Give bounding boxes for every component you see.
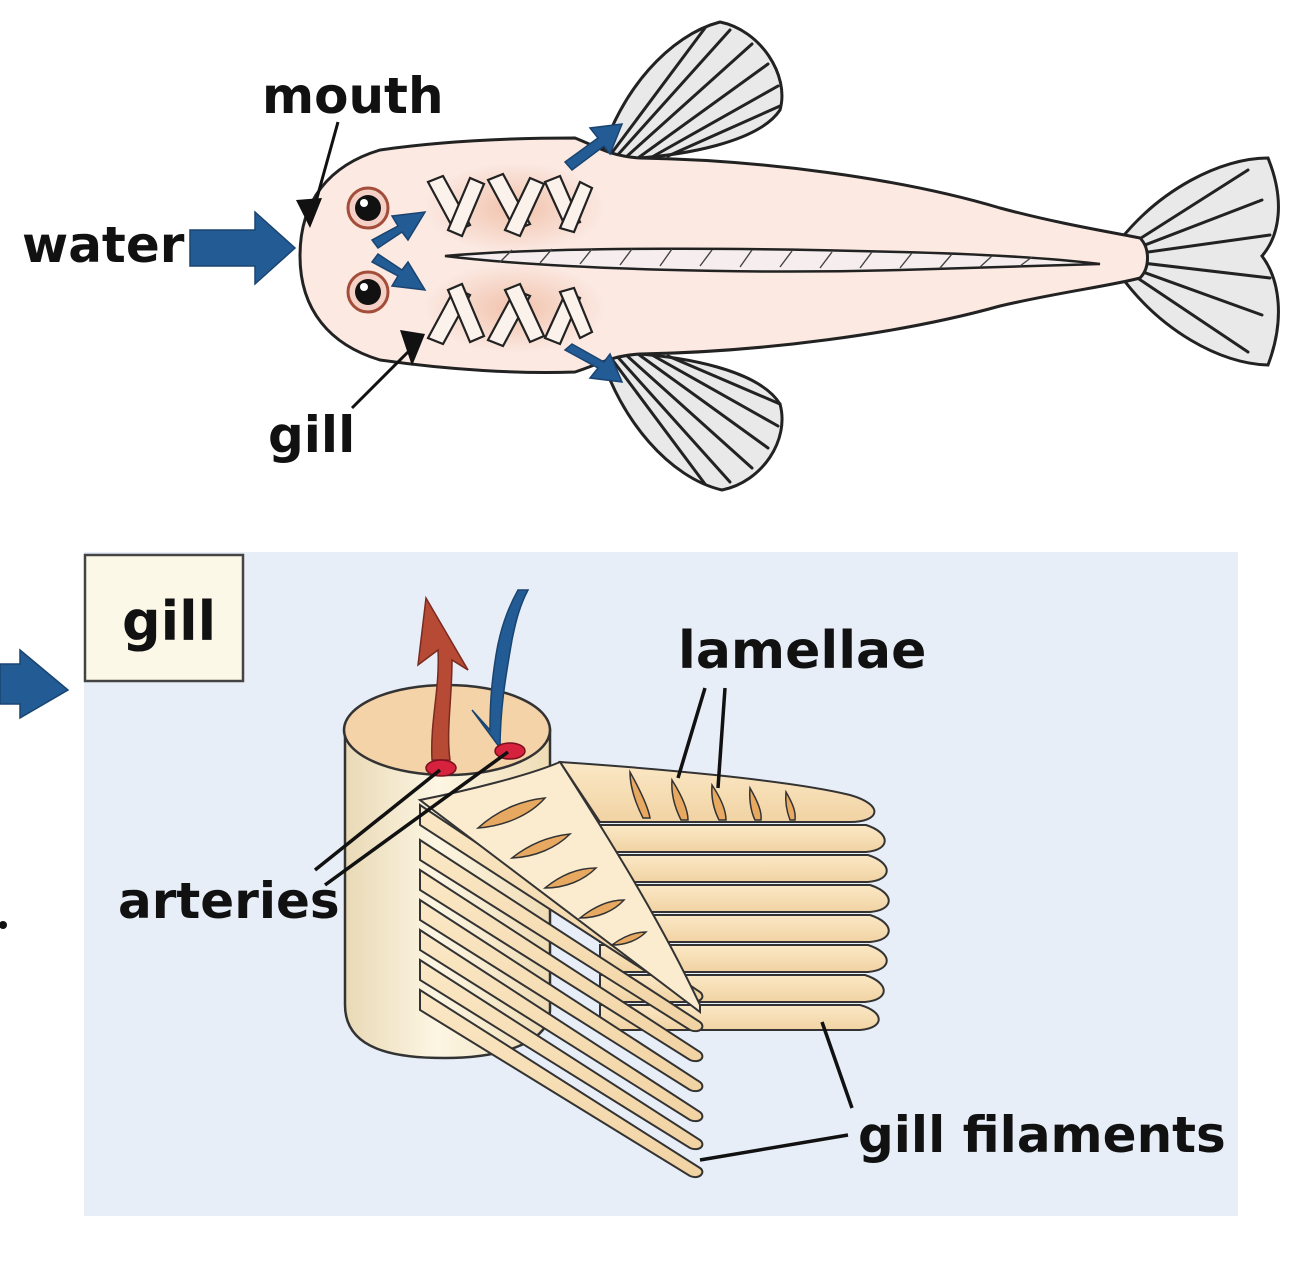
water-arrow-lower-icon [370,252,427,291]
artery-out-arrow-icon [417,595,469,761]
artery-dot-left [425,759,457,777]
water-in-arrow-icon [189,210,297,286]
label-water: water [22,216,185,274]
lower-gill-arches [426,282,594,348]
inset-pointer-arrow-icon [0,648,70,720]
water-arrow-upper-icon [370,211,427,250]
top-lamellae [629,769,796,821]
water-flow-arrows [189,123,624,383]
front-lamellae [475,797,648,946]
upper-fin-rays [606,26,782,160]
lower-fin-rays [606,352,782,486]
mouth-pointer-icon [296,198,322,228]
spine-ridge [444,247,1101,273]
label-arteries: arteries [118,872,340,930]
label-mouth: mouth [262,67,444,125]
label-gill: gill [268,406,355,464]
gill-structure [342,589,890,1178]
lower-pectoral-fin [597,350,784,492]
gill-box-label: gill [122,590,216,653]
artery-in-arrow-icon [471,589,530,753]
back-filaments [558,760,890,1031]
eyes [346,186,390,314]
water-out-upper-icon [563,123,624,172]
inset-pointer-lines [313,687,854,1162]
upper-gill-arches [426,172,594,238]
tail-fin-rays [1128,168,1272,354]
gill-pointer-icon [400,330,425,366]
label-gill-filaments: gill filaments [858,1106,1226,1164]
label-lamellae: lamellae [678,621,926,681]
stray-dot [0,921,7,929]
spine-ticks [499,248,1033,269]
fish-illustration [189,20,1280,492]
water-out-lower-icon [563,343,624,383]
upper-pectoral-fin [597,20,784,162]
gill-title-box [83,553,245,683]
